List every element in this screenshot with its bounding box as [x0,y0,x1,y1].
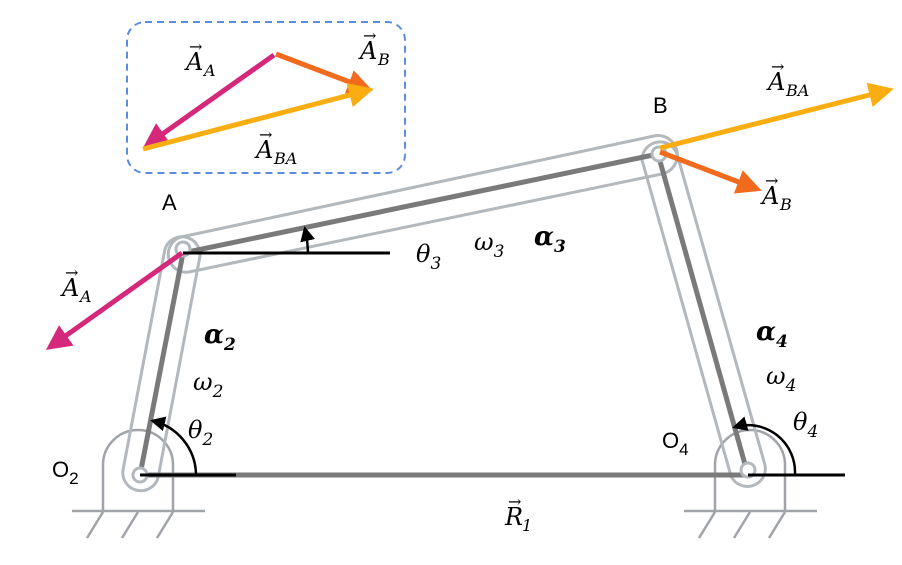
svg-text:A: A [202,61,216,80]
svg-text:BA: BA [785,81,809,100]
svg-text:→: → [259,125,272,144]
inset-label-a-a: A → A [184,37,216,80]
label-omega4: ω4 [766,362,796,396]
label-point-a: A [162,190,177,215]
svg-text:→: → [765,171,778,190]
link4-outline [640,140,767,488]
svg-text:→: → [189,37,202,56]
label-theta4: θ4 [793,408,818,442]
link-centerlines [137,151,751,478]
svg-text:→: → [771,57,784,76]
inset-vector-a-a [142,52,276,148]
svg-text:B: B [779,195,792,214]
label-alpha3: α3 [534,222,566,257]
ground-support-o4 [684,428,817,539]
ground-support-o2 [72,428,205,539]
label-alpha2: α2 [204,320,236,355]
svg-text:R: R [504,503,523,531]
link2-centerline [137,250,186,478]
svg-text:→: → [508,492,521,511]
link3-centerline [180,151,661,256]
label-point-o2: O2 [52,457,79,488]
theta4-arc [732,416,797,475]
label-omega3: ω3 [474,228,504,262]
theta2-arc [150,416,198,475]
link2-outline [121,235,202,493]
label-vector-a-ba: A → BA [766,57,809,100]
svg-text:A: A [60,274,79,302]
inset-vector-a-ba [142,82,374,152]
svg-text:A: A [184,48,203,76]
vector-a-ba [659,82,894,151]
inset-label-a-ba: A → BA [254,125,297,168]
svg-text:1: 1 [522,516,532,535]
svg-text:A: A [358,37,377,65]
label-vector-a-a: A → A [60,263,92,306]
theta3-arc [300,226,315,254]
svg-text:→: → [65,263,78,282]
label-point-b: B [653,93,668,118]
svg-text:BA: BA [273,149,297,168]
label-theta2: θ2 [188,416,213,450]
svg-text:→: → [363,26,376,45]
angle-arcs [150,226,797,475]
label-vector-r1: R → 1 [504,492,532,535]
svg-text:A: A [254,136,273,164]
label-point-o4: O4 [662,428,689,459]
inset-label-a-b: A → B [358,26,390,69]
svg-text:B: B [377,50,390,69]
vector-a-b [659,149,762,194]
vector-polygon-inset [126,21,406,174]
label-theta3: θ3 [416,240,441,274]
svg-text:A: A [766,68,785,96]
svg-text:A: A [760,182,779,210]
label-alpha4: α4 [756,317,788,352]
label-vector-a-b: A → B [760,171,792,214]
reference-lines [140,251,845,477]
link4-centerline [655,151,751,478]
vector-a-a [45,250,184,350]
label-omega2: ω2 [193,368,223,402]
svg-text:A: A [78,287,92,306]
